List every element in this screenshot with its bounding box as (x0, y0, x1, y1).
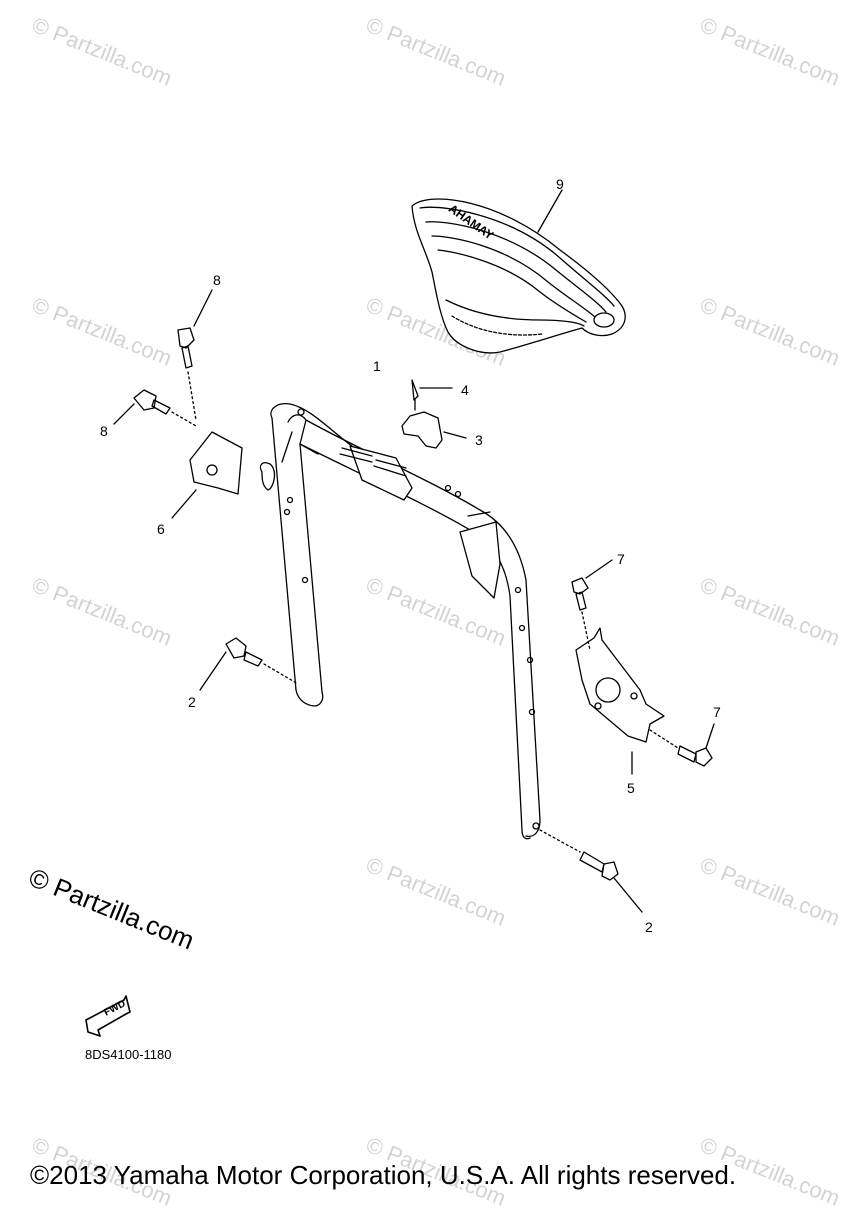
callout-7: 7 (713, 704, 721, 720)
callout-2: 2 (645, 919, 653, 935)
bolt-part-8-vertical (177, 289, 213, 421)
diagram-part-code: 8DS4100-1180 (85, 1047, 172, 1062)
forward-arrow-icon: FWD (85, 995, 131, 1037)
callout-2: 2 (188, 694, 196, 710)
callout-8: 8 (100, 423, 108, 439)
callout-9: 9 (556, 176, 564, 192)
bolt-part-2-upper (199, 637, 299, 691)
callout-5: 5 (627, 780, 635, 796)
callout-8: 8 (213, 272, 221, 288)
callout-6: 6 (157, 521, 165, 537)
callout-4: 4 (461, 382, 469, 398)
bolt-part-2-lower (539, 829, 643, 913)
clip-part-3 (401, 411, 467, 449)
seat-part: YAMAHA (411, 189, 626, 354)
bracket-part-5 (575, 627, 665, 775)
bracket-part-6 (171, 431, 276, 519)
bolt-part-8-horizontal (113, 389, 197, 427)
pin-part-4 (411, 379, 453, 411)
bolt-part-7-lower (649, 723, 715, 767)
callout-3: 3 (475, 432, 483, 448)
frame-part (270, 403, 541, 840)
callout-1: 1 (373, 358, 381, 374)
callout-7: 7 (617, 551, 625, 567)
copyright-notice: ©2013 Yamaha Motor Corporation, U.S.A. A… (30, 1160, 737, 1190)
bolt-part-7-upper (571, 559, 613, 651)
